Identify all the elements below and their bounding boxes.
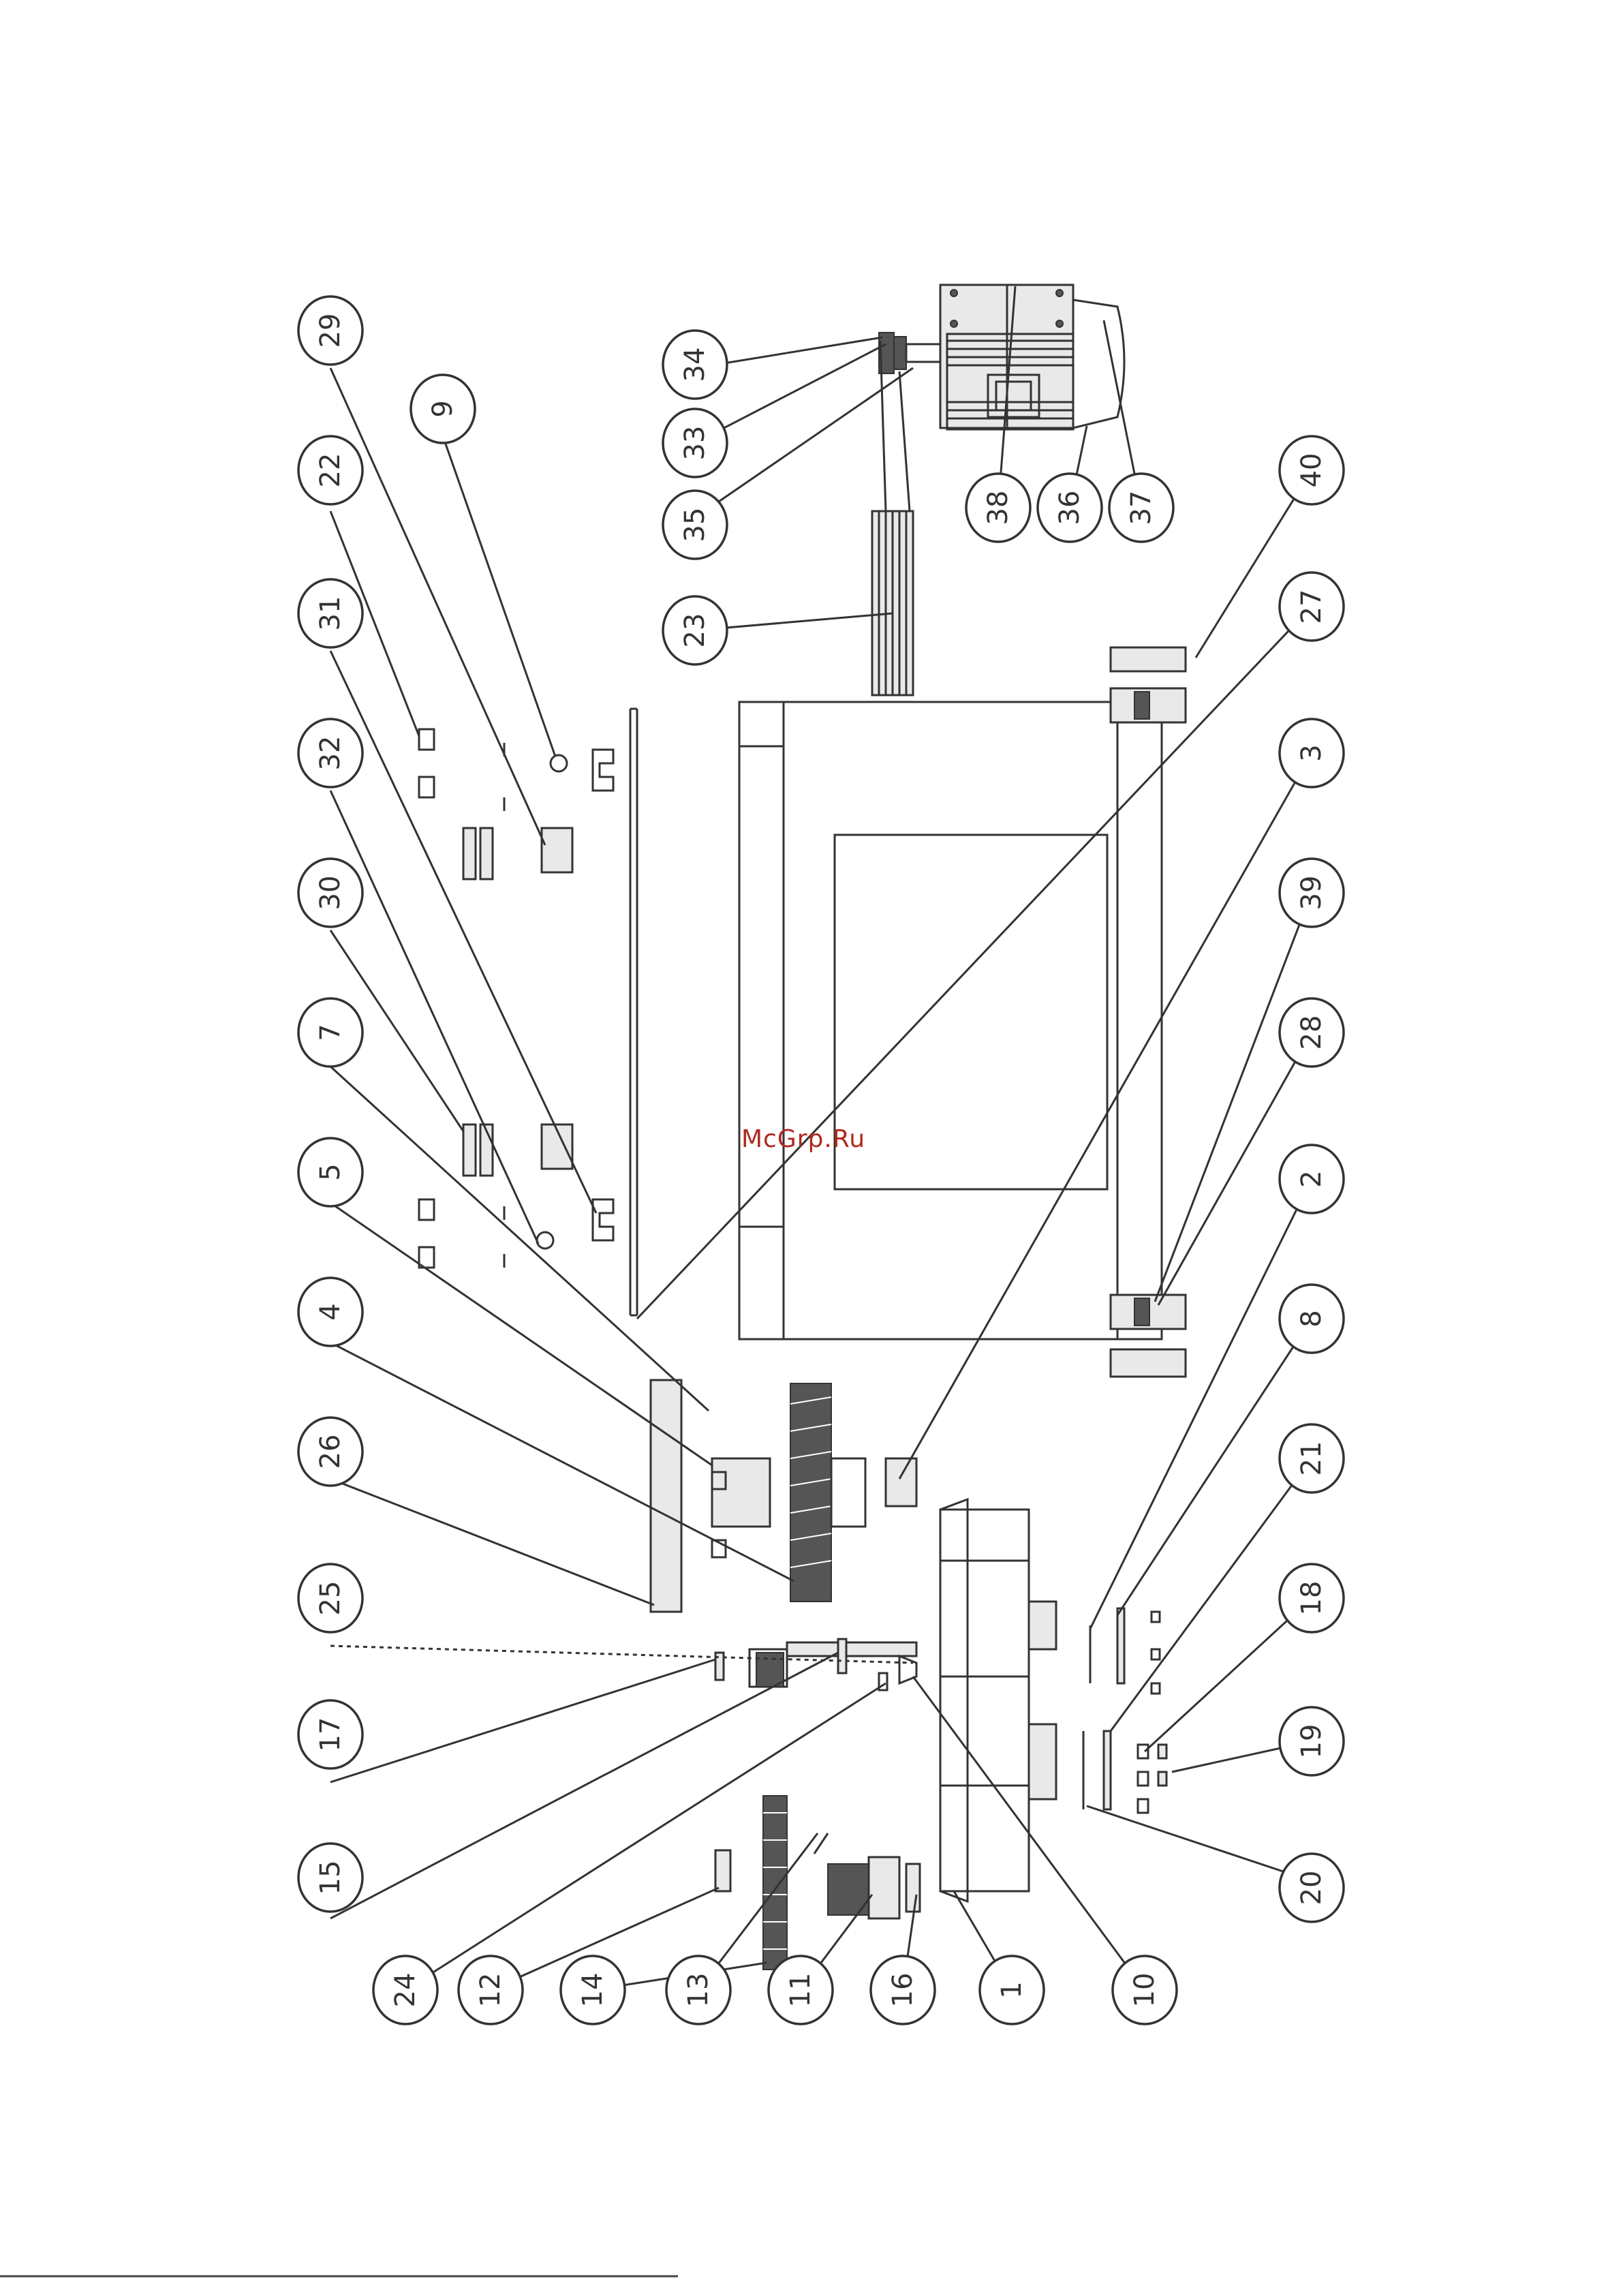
callout-13: 13 bbox=[666, 1956, 730, 2024]
frame bbox=[739, 647, 1186, 1377]
callout-1: 1 bbox=[980, 1956, 1044, 2024]
callout-number: 35 bbox=[679, 508, 711, 542]
watermark: McGrp.Ru bbox=[741, 1125, 865, 1153]
callout-36: 36 bbox=[1038, 474, 1102, 542]
callout-16: 16 bbox=[871, 1956, 935, 2024]
callout-number: 20 bbox=[1296, 1871, 1327, 1905]
callout-number: 24 bbox=[390, 1973, 421, 2008]
callout-number: 3 bbox=[1296, 744, 1327, 761]
callout-number: 4 bbox=[315, 1303, 346, 1320]
callout-17: 17 bbox=[298, 1700, 362, 1769]
callout-11: 11 bbox=[769, 1956, 833, 2024]
callout-12: 12 bbox=[459, 1956, 523, 2024]
callout-18: 18 bbox=[1280, 1564, 1344, 1632]
callout-23: 23 bbox=[663, 596, 727, 664]
callout-number: 32 bbox=[315, 736, 346, 771]
motor bbox=[879, 285, 1124, 429]
callout-3: 3 bbox=[1280, 719, 1344, 787]
callout-37: 37 bbox=[1109, 474, 1173, 542]
callout-number: 25 bbox=[315, 1581, 346, 1616]
callout-number: 8 bbox=[1296, 1310, 1327, 1327]
belts bbox=[872, 341, 913, 695]
callout-number: 23 bbox=[679, 613, 711, 648]
callout-number: 37 bbox=[1126, 491, 1157, 525]
callout-number: 1 bbox=[996, 1981, 1027, 1998]
callout-number: 11 bbox=[785, 1973, 816, 2008]
callout-number: 34 bbox=[679, 348, 711, 382]
callout-number: 9 bbox=[427, 400, 459, 417]
gear-shaft bbox=[651, 1380, 916, 1612]
callout-27: 27 bbox=[1280, 572, 1344, 641]
callout-number: 29 bbox=[315, 313, 346, 348]
callout-32: 32 bbox=[298, 719, 362, 787]
callout-number: 38 bbox=[983, 491, 1014, 525]
callout-2: 2 bbox=[1280, 1145, 1344, 1213]
callout-number: 18 bbox=[1296, 1581, 1327, 1616]
callout-number: 33 bbox=[679, 426, 711, 461]
callout-number: 27 bbox=[1296, 590, 1327, 624]
callout-8: 8 bbox=[1280, 1285, 1344, 1353]
callout-number: 2 bbox=[1296, 1170, 1327, 1187]
gearbox-housing bbox=[940, 1499, 1056, 1901]
callout-number: 31 bbox=[315, 596, 346, 631]
callout-number: 5 bbox=[315, 1163, 346, 1180]
callout-31: 31 bbox=[298, 579, 362, 647]
callout-number: 14 bbox=[577, 1973, 608, 2008]
callout-24: 24 bbox=[373, 1956, 437, 2024]
callout-40: 40 bbox=[1280, 436, 1344, 504]
callout-14: 14 bbox=[561, 1956, 625, 2024]
callout-25: 25 bbox=[298, 1564, 362, 1632]
callout-number: 30 bbox=[315, 876, 346, 910]
callout-28: 28 bbox=[1280, 998, 1344, 1067]
callout-4: 4 bbox=[298, 1278, 362, 1346]
callout-number: 26 bbox=[315, 1435, 346, 1469]
callout-7: 7 bbox=[298, 998, 362, 1067]
callout-number: 16 bbox=[887, 1973, 918, 2008]
callout-34: 34 bbox=[663, 331, 727, 399]
plate bbox=[630, 709, 637, 1315]
callout-10: 10 bbox=[1113, 1956, 1177, 2024]
callout-number: 21 bbox=[1296, 1441, 1327, 1476]
callout-number: 15 bbox=[315, 1861, 346, 1895]
callout-21: 21 bbox=[1280, 1424, 1344, 1493]
callout-number: 28 bbox=[1296, 1015, 1327, 1050]
callout-number: 22 bbox=[315, 453, 346, 488]
callout-9: 9 bbox=[411, 375, 475, 443]
pinion-assembly bbox=[715, 1796, 920, 1970]
callout-29: 29 bbox=[298, 296, 362, 365]
callout-number: 10 bbox=[1129, 1973, 1160, 2008]
callout-number: 39 bbox=[1296, 876, 1327, 910]
callout-number: 12 bbox=[475, 1973, 506, 2008]
callout-number: 7 bbox=[315, 1024, 346, 1041]
callout-19: 19 bbox=[1280, 1707, 1344, 1775]
callout-35: 35 bbox=[663, 491, 727, 559]
callout-number: 19 bbox=[1296, 1724, 1327, 1759]
callout-number: 40 bbox=[1296, 453, 1327, 488]
callout-5: 5 bbox=[298, 1138, 362, 1206]
callout-38: 38 bbox=[966, 474, 1030, 542]
callout-33: 33 bbox=[663, 409, 727, 477]
callout-number: 13 bbox=[683, 1973, 714, 2008]
callout-15: 15 bbox=[298, 1843, 362, 1912]
callout-number: 17 bbox=[315, 1717, 346, 1752]
callout-number: 36 bbox=[1054, 491, 1085, 525]
callout-26: 26 bbox=[298, 1418, 362, 1486]
callout-20: 20 bbox=[1280, 1854, 1344, 1922]
callout-22: 22 bbox=[298, 436, 362, 504]
callout-39: 39 bbox=[1280, 859, 1344, 927]
callout-30: 30 bbox=[298, 859, 362, 927]
